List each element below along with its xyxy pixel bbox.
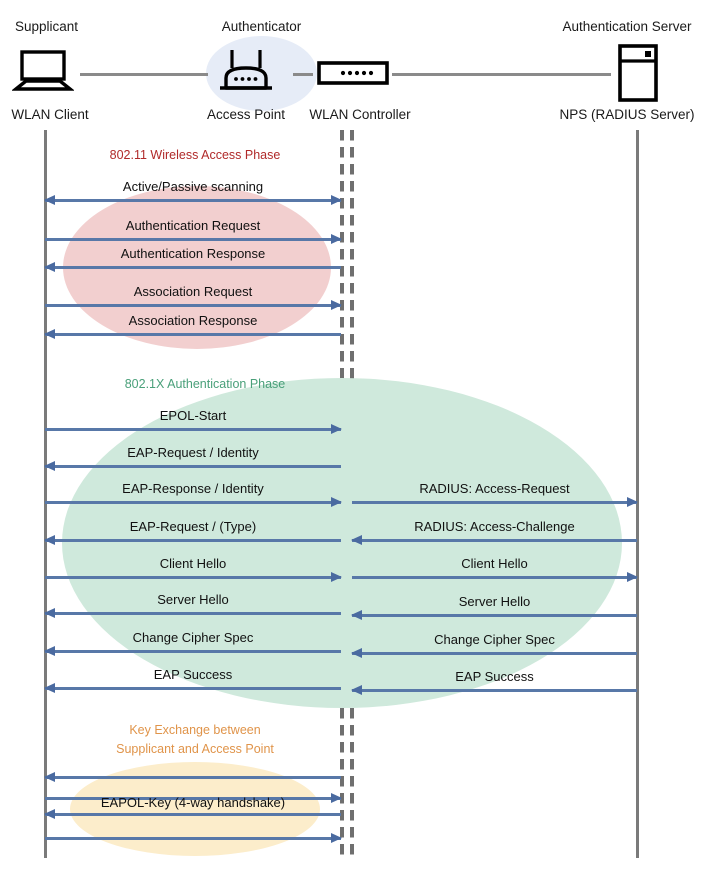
arrowhead-left-icon — [44, 772, 55, 782]
arrowhead-right-icon — [627, 572, 638, 582]
message-label: EAP-Request / (Type) — [129, 519, 257, 534]
arrowhead-left-icon — [351, 685, 362, 695]
arrowhead-right-icon — [331, 497, 342, 507]
actor-role-supplicant: Supplicant — [14, 19, 79, 34]
message-label: EAPOL-Key (4-way handshake) — [100, 795, 286, 810]
lifeline-supplicant — [44, 130, 47, 858]
actor-device-access-point: Access Point — [206, 107, 286, 122]
message-label: Server Hello — [458, 594, 531, 609]
message-line — [45, 333, 341, 336]
message-line — [352, 576, 637, 579]
message-line — [45, 539, 341, 542]
arrowhead-left-icon — [44, 195, 55, 205]
message-line — [45, 687, 341, 690]
arrowhead-right-icon — [331, 793, 342, 803]
phase-label-key-exchange: Key Exchange between Supplicant and Acce… — [70, 721, 320, 759]
arrowhead-left-icon — [44, 683, 55, 693]
message-label: EPOL-Start — [159, 408, 227, 423]
phase-label-line-2: Supplicant and Access Point — [116, 742, 274, 756]
arrowhead-left-icon — [44, 608, 55, 618]
message-line — [45, 501, 341, 504]
phase-label-dot1x-authentication: 802.1X Authentication Phase — [80, 375, 330, 394]
message-label: Association Request — [133, 284, 253, 299]
message-label: RADIUS: Access-Request — [419, 481, 570, 496]
phase-label-line: 802.11 Wireless Access Phase — [109, 148, 281, 162]
message-label: Authentication Request — [125, 218, 261, 233]
access-point-icon — [218, 48, 274, 98]
message-label: Authentication Response — [120, 246, 266, 261]
arrowhead-right-icon — [331, 234, 342, 244]
link-controller-to-server — [392, 73, 611, 76]
phase-label-line: 802.1X Authentication Phase — [124, 377, 286, 391]
arrowhead-left-icon — [351, 610, 362, 620]
arrowhead-right-icon — [331, 424, 342, 434]
phase-label-line-1: Key Exchange between — [129, 723, 261, 737]
message-line — [45, 428, 341, 431]
message-label: Association Response — [128, 313, 258, 328]
message-line — [45, 199, 341, 202]
arrowhead-left-icon — [44, 262, 55, 272]
message-label: EAP-Response / Identity — [122, 481, 264, 496]
arrowhead-left-icon — [44, 646, 55, 656]
message-line — [352, 614, 637, 617]
message-label: EAP Success — [455, 669, 534, 684]
message-line — [45, 304, 341, 307]
message-label: Server Hello — [157, 592, 229, 607]
message-line — [45, 797, 341, 800]
arrowhead-right-icon — [331, 300, 342, 310]
phase-label-wireless-access: 802.11 Wireless Access Phase — [70, 146, 320, 165]
message-line — [45, 650, 341, 653]
message-line — [352, 652, 637, 655]
arrowhead-left-icon — [44, 809, 55, 819]
actor-device-wlan-controller: WLAN Controller — [309, 107, 411, 122]
message-line — [352, 501, 637, 504]
arrowhead-left-icon — [44, 329, 55, 339]
arrowhead-right-icon — [331, 572, 342, 582]
message-label: RADIUS: Access-Challenge — [414, 519, 575, 534]
message-line — [45, 576, 341, 579]
actor-device-nps-radius-server: NPS (RADIUS Server) — [559, 107, 695, 122]
message-label: Client Hello — [159, 556, 227, 571]
lifeline-authentication-server — [636, 130, 639, 858]
arrowhead-left-icon — [351, 648, 362, 658]
server-icon — [617, 44, 659, 107]
laptop-icon — [11, 50, 75, 97]
message-line — [352, 539, 637, 542]
message-label: EAP Success — [153, 667, 233, 682]
message-line — [45, 813, 341, 816]
link-client-to-ap — [80, 73, 208, 76]
message-line — [45, 612, 341, 615]
arrowhead-left-icon — [351, 535, 362, 545]
link-ap-to-controller — [293, 73, 313, 76]
arrowhead-right-icon — [331, 195, 342, 205]
message-line — [45, 837, 341, 840]
wlan-controller-icon — [317, 60, 389, 91]
message-label: Change Cipher Spec — [434, 632, 555, 647]
message-line — [45, 266, 341, 269]
message-line — [352, 689, 637, 692]
message-label: Client Hello — [461, 556, 528, 571]
message-line — [45, 238, 341, 241]
message-label: Change Cipher Spec — [132, 630, 254, 645]
arrowhead-right-icon — [627, 497, 638, 507]
message-line — [45, 776, 341, 779]
message-label: Active/Passive scanning — [122, 179, 264, 194]
arrowhead-left-icon — [44, 461, 55, 471]
arrowhead-left-icon — [44, 535, 55, 545]
arrowhead-right-icon — [331, 833, 342, 843]
message-label: EAP-Request / Identity — [127, 445, 259, 460]
actor-role-authenticator: Authenticator — [221, 19, 302, 34]
message-line — [45, 465, 341, 468]
actor-role-authentication-server: Authentication Server — [562, 19, 692, 34]
actor-device-wlan-client: WLAN Client — [11, 107, 89, 122]
